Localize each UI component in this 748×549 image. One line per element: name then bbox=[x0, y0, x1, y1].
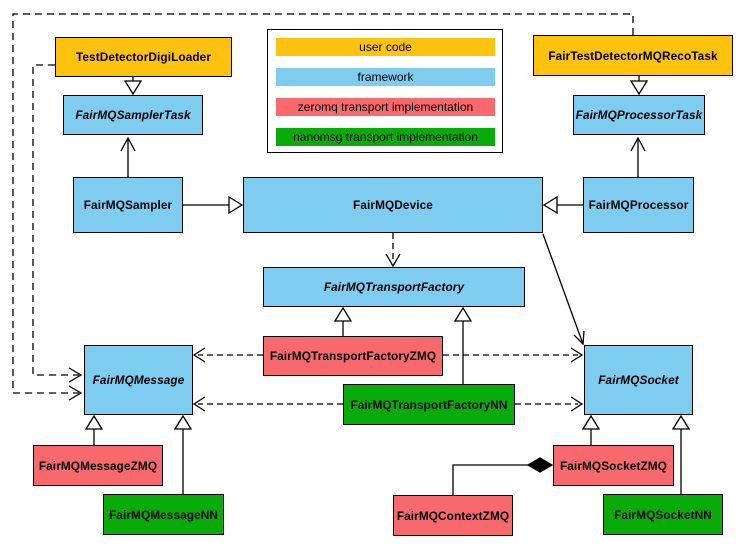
edge-sampler-to-samplertask bbox=[120, 136, 136, 177]
node-fairmqtransportfactoryzmq: FairMQTransportFactoryZMQ bbox=[263, 336, 443, 376]
node-fairmqsocketnn: FairMQSocketNN bbox=[603, 494, 723, 535]
edge-factoryzmq-to-factory bbox=[333, 306, 353, 336]
edge-socketnn-to-socket bbox=[671, 414, 691, 494]
edge-device-to-transportfactory bbox=[385, 233, 401, 268]
edge-contextzmq-to-socketzmq bbox=[452, 457, 554, 495]
edge-messagenn-to-message bbox=[173, 414, 193, 494]
node-fairmqmessagenn: FairMQMessageNN bbox=[103, 494, 224, 535]
edge-factorynn-to-message bbox=[192, 396, 343, 412]
node-fairmqsampler: FairMQSampler bbox=[73, 177, 183, 233]
legend: user code framework zeromq transport imp… bbox=[267, 29, 503, 153]
edge-digiloader-to-message bbox=[32, 64, 83, 383]
node-fairmqcontextzmq: FairMQContextZMQ bbox=[393, 495, 513, 536]
edge-factorynn-to-socket bbox=[515, 396, 584, 412]
node-fairmqdevice: FairMQDevice bbox=[243, 177, 543, 233]
node-fairtestdetectormqrecotask: FairTestDetectorMQRecoTask bbox=[533, 35, 733, 76]
node-fairmqmessagezmq: FairMQMessageZMQ bbox=[33, 445, 163, 486]
legend-item-framework: framework bbox=[276, 68, 495, 86]
node-fairmqtransportfactorynn: FairMQTransportFactoryNN bbox=[343, 384, 515, 425]
edge-digiloader-to-samplertask bbox=[123, 77, 143, 96]
edge-factoryzmq-to-message bbox=[192, 347, 263, 363]
node-fairmqtransportfactory: FairMQTransportFactory bbox=[263, 267, 525, 307]
edge-socketzmq-to-socket bbox=[581, 414, 601, 445]
legend-item-user-code: user code bbox=[276, 38, 495, 56]
node-fairmqsamplertask: FairMQSamplerTask bbox=[63, 95, 203, 135]
edge-device-to-socket bbox=[542, 233, 585, 346]
legend-item-nanomsg: nanomsg transport implementation bbox=[276, 128, 495, 146]
edge-messagezmq-to-message bbox=[84, 414, 104, 445]
edge-processor-to-processortask bbox=[630, 136, 646, 177]
node-testdetectordigiloader: TestDetectorDigiLoader bbox=[55, 37, 232, 77]
edge-factorynn-to-factory bbox=[453, 306, 473, 384]
edge-recotask-to-message bbox=[12, 13, 634, 401]
edge-processor-to-device bbox=[542, 195, 583, 215]
edge-recotask-to-processortask bbox=[629, 76, 649, 96]
node-fairmqprocessortask: FairMQProcessorTask bbox=[573, 95, 705, 135]
edge-factoryzmq-to-socket bbox=[443, 347, 584, 363]
legend-item-zeromq: zeromq transport implementation bbox=[276, 98, 495, 116]
node-fairmqsocketzmq: FairMQSocketZMQ bbox=[553, 445, 674, 486]
node-fairmqsocket: FairMQSocket bbox=[584, 345, 693, 415]
node-fairmqprocessor: FairMQProcessor bbox=[583, 177, 694, 233]
node-fairmqmessage: FairMQMessage bbox=[84, 345, 193, 415]
edge-sampler-to-device bbox=[183, 195, 244, 215]
